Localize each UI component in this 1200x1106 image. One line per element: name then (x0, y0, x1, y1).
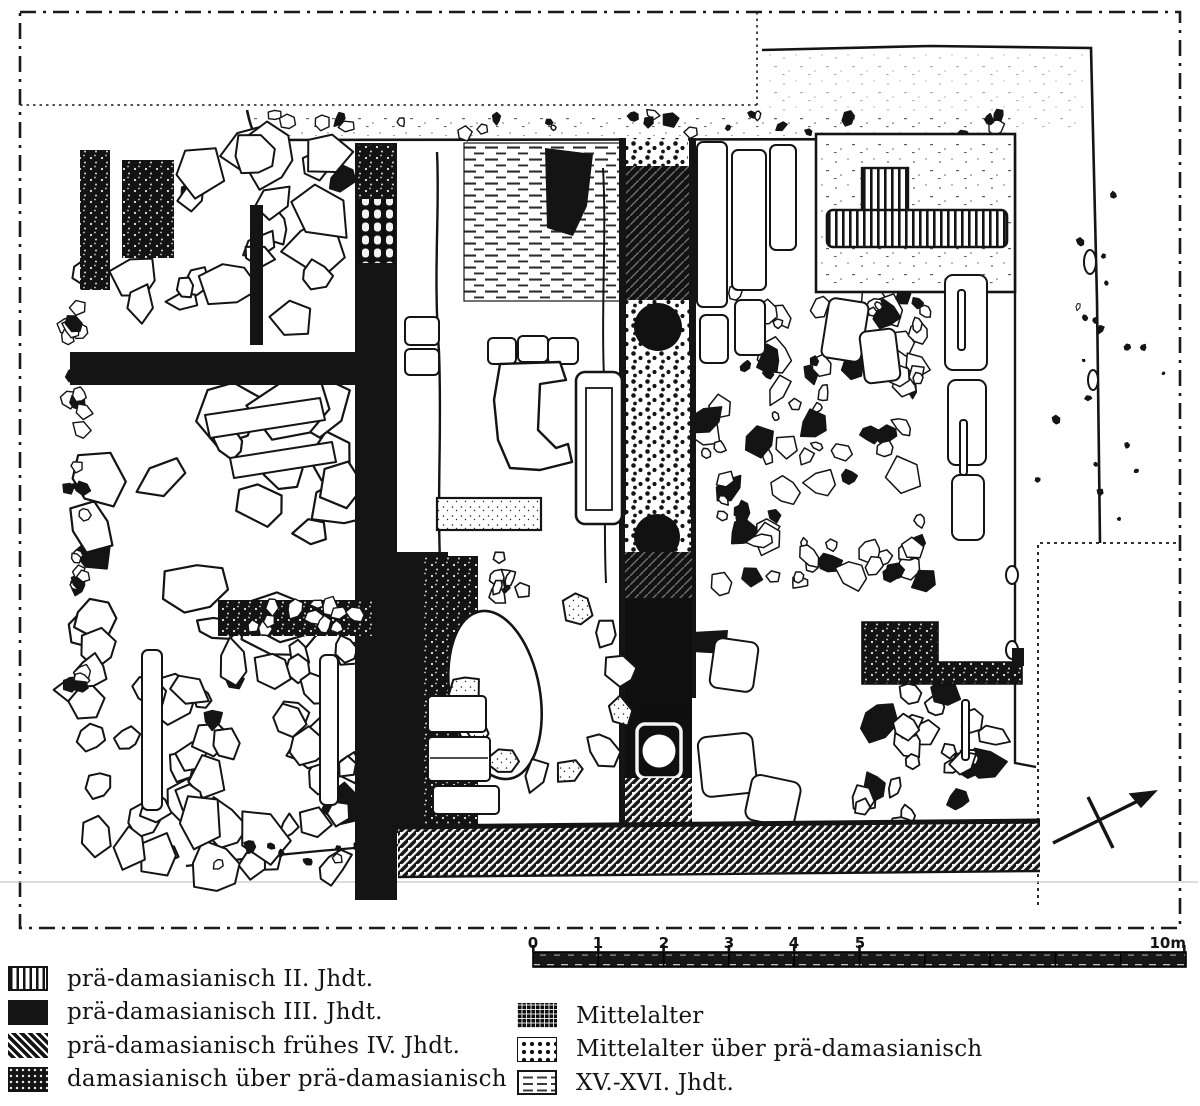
stone-field (1034, 190, 1166, 521)
column-footing (634, 303, 682, 351)
scale-tick-label: 5 (855, 934, 865, 952)
scale-tick-label: 4 (789, 934, 799, 952)
scale-tick-label: 2 (659, 934, 669, 952)
stone-field (52, 626, 394, 892)
legend-item: Mittelalter (517, 999, 982, 1033)
legend-label: XV.-XVI. Jhdt. (576, 1069, 735, 1096)
legend-item: prä-damasianisch frühes IV. Jhdt. (8, 1029, 507, 1063)
bottom-hatched-band (397, 818, 1041, 879)
scale-tick-label: 0 (528, 934, 538, 952)
structures (427, 360, 1024, 815)
legend-label: damasianisch über prä-damasianisch (67, 1066, 507, 1093)
legend-item: damasianisch über prä-damasianisch (8, 1063, 507, 1097)
legend-item: Mittelalter über prä-damasianisch (517, 1033, 982, 1067)
stone-field (71, 120, 357, 336)
grid-swatch-icon (517, 1003, 557, 1029)
scale-ticks (532, 945, 1186, 952)
scale-end-label: 10m (1149, 934, 1186, 952)
dark-speckled-swatch-icon (8, 1066, 48, 1092)
legend-item: prä-damasianisch II. Jhdt. (8, 962, 507, 996)
legend-item: prä-damasianisch III. Jhdt. (8, 996, 507, 1030)
hatched-structure-room (814, 132, 1017, 294)
slab-outlines (141, 141, 988, 829)
dashed-lines-swatch-icon (517, 1070, 557, 1096)
vertical-hatch-swatch-icon (8, 966, 48, 992)
column-base (642, 734, 676, 768)
scale-bar: 0 1 2 3 4 5 10m (528, 934, 1187, 968)
scale-tick-label: 1 (593, 934, 603, 952)
solid-black-swatch-icon (8, 999, 48, 1025)
stone-field (267, 108, 1006, 142)
diagonal-hatch-swatch-icon (8, 1033, 48, 1059)
legend-label: prä-damasianisch II. Jhdt. (67, 965, 374, 992)
north-arrow-icon (1052, 790, 1158, 849)
legend-label: Mittelalter (576, 1002, 704, 1029)
legend-label: prä-damasianisch frühes IV. Jhdt. (67, 1032, 461, 1059)
stone-field (851, 679, 1011, 843)
plan-frame (18, 10, 1182, 930)
scale-tick-label: 3 (724, 934, 734, 952)
legend-right-column: Mittelalter Mittelalter über prä-damasia… (517, 999, 982, 1100)
stone-field (56, 299, 94, 693)
column-footing (634, 514, 680, 560)
dots-swatch-icon (517, 1036, 557, 1062)
stone-field (247, 595, 365, 637)
legend-label: prä-damasianisch III. Jhdt. (67, 999, 383, 1026)
legend-label: Mittelalter über prä-damasianisch (576, 1036, 983, 1063)
legend-item: XV.-XVI. Jhdt. (517, 1066, 982, 1100)
damasianisch-structure (861, 621, 1023, 685)
legend-left-column: prä-damasianisch II. Jhdt. prä-damasiani… (8, 962, 507, 1096)
ground-texture (250, 54, 1086, 136)
